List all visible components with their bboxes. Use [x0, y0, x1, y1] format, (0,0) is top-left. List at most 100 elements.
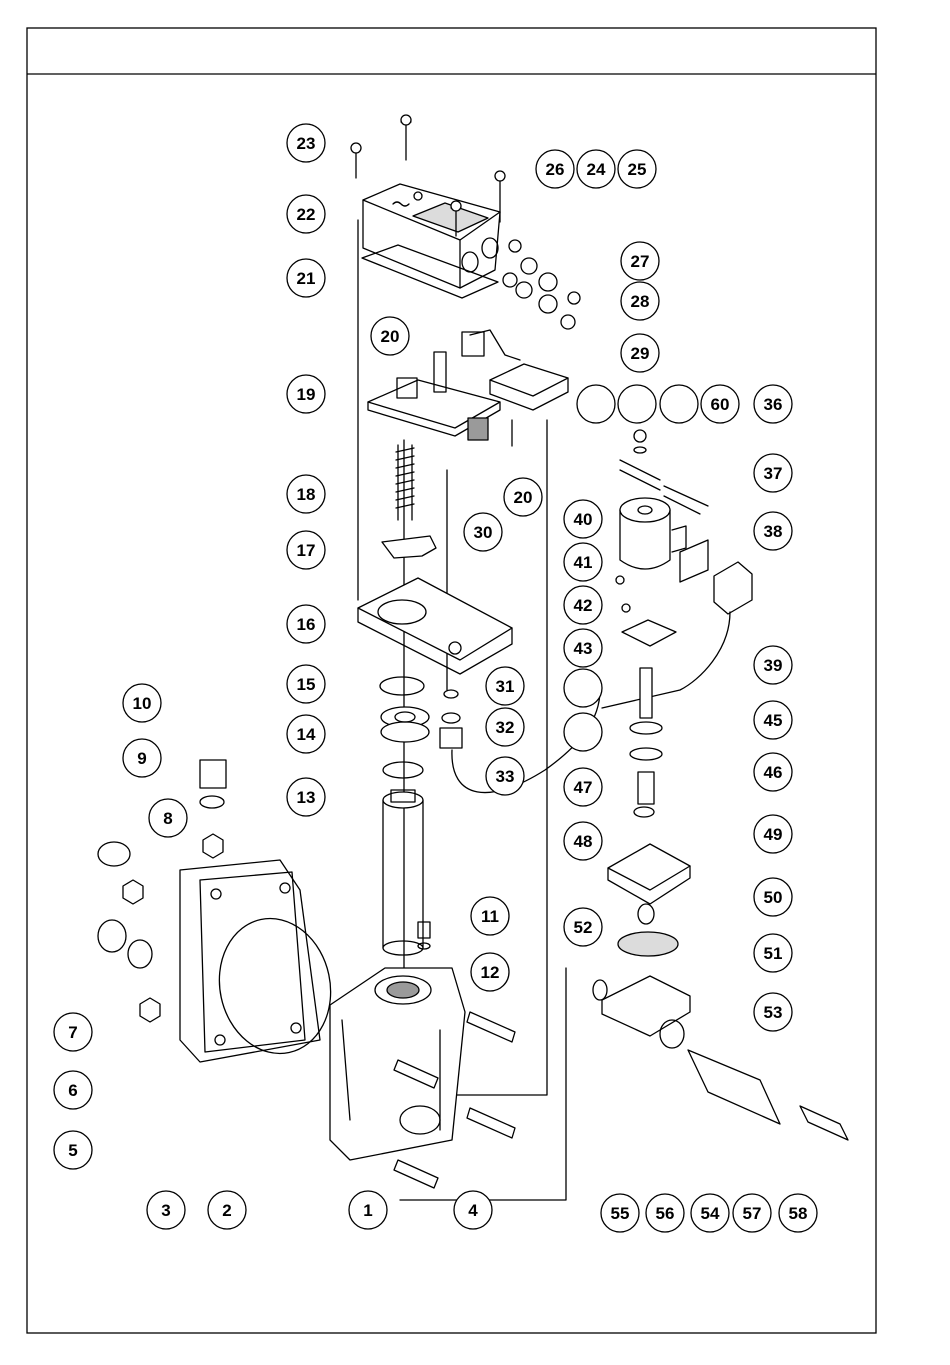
callout-number: 12	[481, 963, 500, 982]
callout-number: 9	[137, 749, 146, 768]
callout-51: 51	[754, 934, 792, 972]
callout-number: 45	[764, 711, 783, 730]
callout-number: 27	[631, 252, 650, 271]
callout-number: 22	[297, 205, 316, 224]
bracket-arm	[620, 460, 660, 490]
callout-number: 50	[764, 888, 783, 907]
callout-5: 5	[54, 1131, 92, 1169]
callout-48: 48	[564, 822, 602, 860]
callout-circle	[660, 385, 698, 423]
callout-number: 4	[468, 1201, 478, 1220]
solenoid-cable	[602, 612, 730, 708]
callout-number: 3	[161, 1201, 170, 1220]
callout-16: 16	[287, 605, 325, 643]
fitting-33	[440, 728, 462, 748]
seal-55	[593, 980, 607, 1000]
callout-number: 57	[743, 1204, 762, 1223]
cable-plug	[462, 332, 484, 356]
actuator-cover	[363, 184, 500, 288]
callout-20: 20	[504, 478, 542, 516]
callout-number: 23	[297, 134, 316, 153]
callout-56: 56	[646, 1194, 684, 1232]
callout-blank	[564, 713, 602, 751]
stem-tube	[383, 790, 423, 955]
callout-50: 50	[754, 878, 792, 916]
plug-11	[418, 922, 430, 938]
diaphragm-53	[618, 932, 678, 956]
callout-20: 20	[371, 317, 409, 355]
washer-31	[444, 690, 458, 698]
callout-58: 58	[779, 1194, 817, 1232]
washer-60	[634, 447, 646, 453]
fitting-58	[800, 1106, 848, 1140]
callout-number: 37	[764, 464, 783, 483]
filter-57	[688, 1050, 780, 1124]
cable-glands	[503, 240, 580, 329]
callout-number: 31	[496, 677, 515, 696]
callout-33: 33	[486, 757, 524, 795]
callout-number: 56	[656, 1204, 675, 1223]
callout-13: 13	[287, 778, 325, 816]
callout-27: 27	[621, 242, 659, 280]
plunger-45	[640, 668, 652, 718]
callout-28: 28	[621, 282, 659, 320]
callout-number: 49	[764, 825, 783, 844]
callout-23: 23	[287, 124, 325, 162]
valve-plate-43	[622, 620, 676, 646]
callout-number: 8	[163, 809, 172, 828]
plug-10	[200, 760, 226, 788]
callout-37: 37	[754, 454, 792, 492]
callout-60: 60	[701, 385, 739, 423]
callout-number: 29	[631, 344, 650, 363]
callout-54: 54	[691, 1194, 729, 1232]
callout-blank	[618, 385, 656, 423]
callout-26: 26	[536, 150, 574, 188]
callout-number: 42	[574, 596, 593, 615]
callout-number: 10	[133, 694, 152, 713]
callout-30: 30	[464, 513, 502, 551]
callout-2: 2	[208, 1191, 246, 1229]
callout-45: 45	[754, 701, 792, 739]
callout-6: 6	[54, 1071, 92, 1109]
seal-45	[630, 722, 662, 734]
callout-number: 43	[574, 639, 593, 658]
callout-number: 46	[764, 763, 783, 782]
callout-circle	[564, 713, 602, 751]
callout-29: 29	[621, 334, 659, 372]
nut-5	[140, 998, 160, 1022]
washer-32	[442, 713, 460, 723]
callout-number: 15	[297, 675, 316, 694]
callout-number: 1	[363, 1201, 372, 1220]
callout-circle	[577, 385, 615, 423]
callout-7: 7	[54, 1013, 92, 1051]
callout-circle	[618, 385, 656, 423]
callout-41: 41	[564, 543, 602, 581]
callout-52: 52	[564, 908, 602, 946]
stem-47	[638, 772, 654, 804]
packing-gland	[381, 707, 429, 742]
lower-body-54	[602, 976, 690, 1036]
callout-31: 31	[486, 667, 524, 705]
callout-number: 5	[68, 1141, 77, 1160]
callout-3: 3	[147, 1191, 185, 1229]
callout-43: 43	[564, 629, 602, 667]
o-ring-48	[634, 807, 654, 817]
signal-module	[490, 364, 568, 446]
callout-blank	[660, 385, 698, 423]
callout-number: 38	[764, 522, 783, 541]
callout-number: 36	[764, 395, 783, 414]
terminal-plate-37	[680, 540, 708, 582]
callout-number: 48	[574, 832, 593, 851]
callout-47: 47	[564, 768, 602, 806]
callout-blank	[577, 385, 615, 423]
washer-6	[128, 940, 152, 968]
callout-number: 11	[481, 907, 499, 926]
callout-number: 13	[297, 788, 316, 807]
plug-7	[98, 920, 126, 952]
callout-10: 10	[123, 684, 161, 722]
callout-39: 39	[754, 646, 792, 684]
o-ring-large	[380, 677, 424, 695]
callout-49: 49	[754, 815, 792, 853]
